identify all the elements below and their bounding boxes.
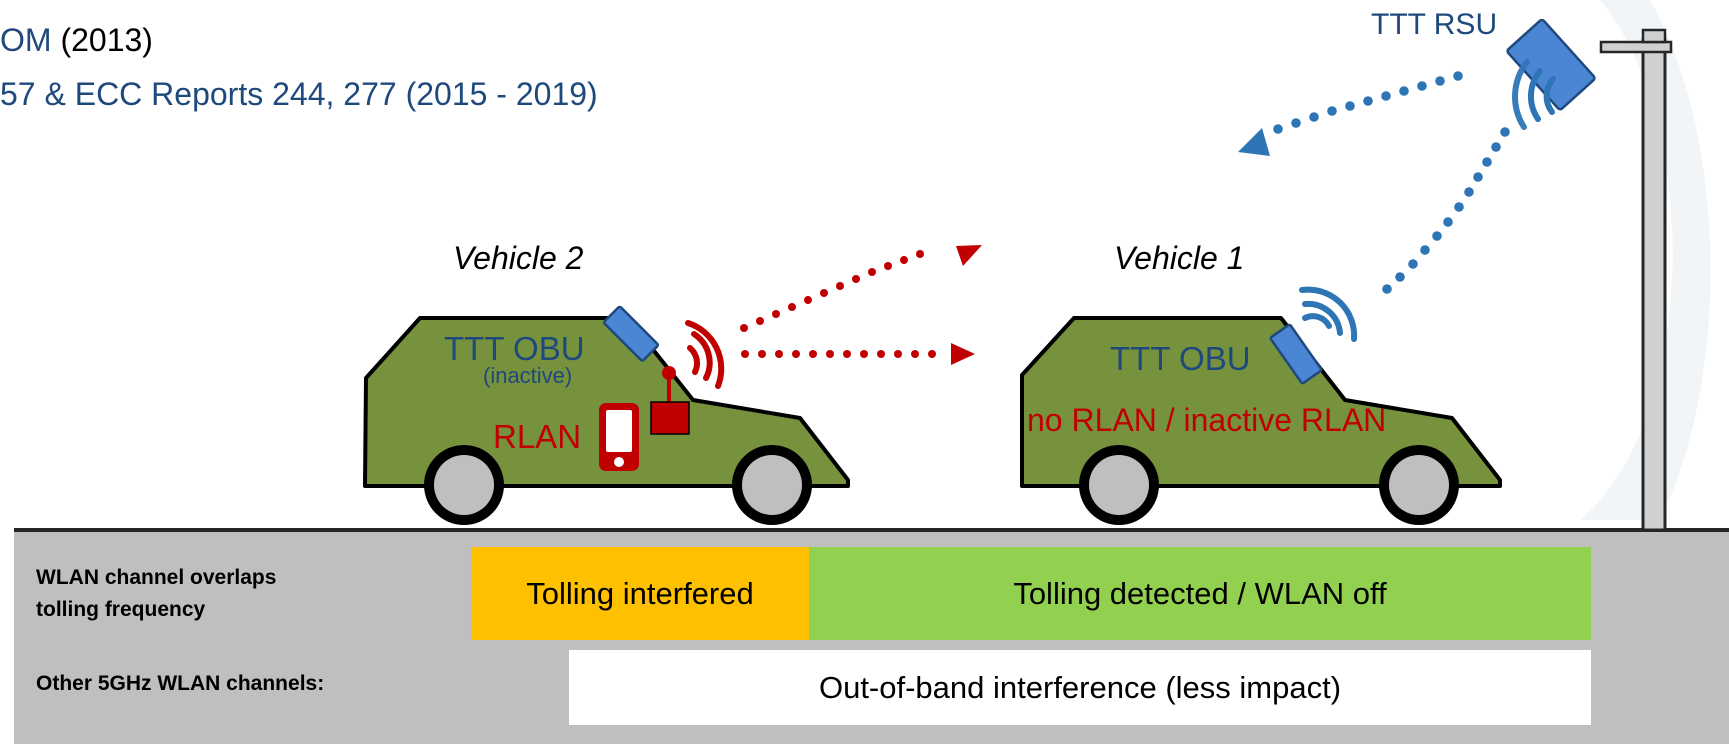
phone-icon [599,403,639,471]
row-1-label: WLAN channel overlaps tolling frequency [36,562,276,626]
vehicle-1-rear-wheel [1079,445,1159,525]
vehicle-1-title: Vehicle 1 [1114,240,1245,276]
vehicle-1-obu-icon [1269,323,1323,385]
row-2-label: Other 5GHz WLAN channels: [36,672,325,695]
interference-signal-lower [741,343,975,365]
vehicle-2-obu-status: (inactive) [483,363,573,388]
vehicle-2-obu-label: TTT OBU [444,330,585,367]
rsu-broadcast-signal [1238,71,1463,156]
header-line-1-year: (2013) [60,22,153,58]
vehicle-2 [363,305,850,525]
vehicle-1-wave-icon [1299,286,1358,342]
vehicle-2-wave-icon [685,320,725,389]
interference-signal-upper [740,245,982,332]
vehicle-2-rlan-label: RLAN [493,418,582,455]
rsu-label: TTT RSU [1371,8,1498,41]
vehicle-2-front-wheel [732,445,812,525]
row-1-label-line-1: WLAN channel overlaps [36,566,277,589]
rsu-pole [1599,28,1673,532]
rsu-device-icon [1506,18,1596,111]
vehicle-2-rear-wheel [424,445,504,525]
vehicle-2-obu-icon [603,305,659,362]
rlan-antenna-icon [650,366,690,435]
header-line-1-blue: OM [0,22,52,58]
header-line-1: OM (2013) [0,22,153,59]
tolling-interfered-box: Tolling interfered [471,547,809,640]
row-1-label-line-2: tolling frequency [36,598,206,621]
vehicle-1 [1020,286,1502,525]
header-line-2: 57 & ECC Reports 244, 277 (2015 - 2019) [0,76,598,112]
vehicle-1-obu-label: TTT OBU [1110,340,1251,377]
out-of-band-box: Out-of-band interference (less impact) [569,650,1591,725]
tolling-detected-box: Tolling detected / WLAN off [809,547,1591,640]
vehicle-1-rlan-status: no RLAN / inactive RLAN [1027,402,1387,438]
background-swoosh [1580,0,1711,520]
vehicle-1-body [1020,316,1502,488]
rsu-to-vehicle1-signal [1382,127,1510,294]
vehicle-1-front-wheel [1379,445,1459,525]
rsu-wave-icon [1512,59,1556,130]
vehicle-2-body [363,316,850,488]
vehicle-2-title: Vehicle 2 [453,240,584,276]
